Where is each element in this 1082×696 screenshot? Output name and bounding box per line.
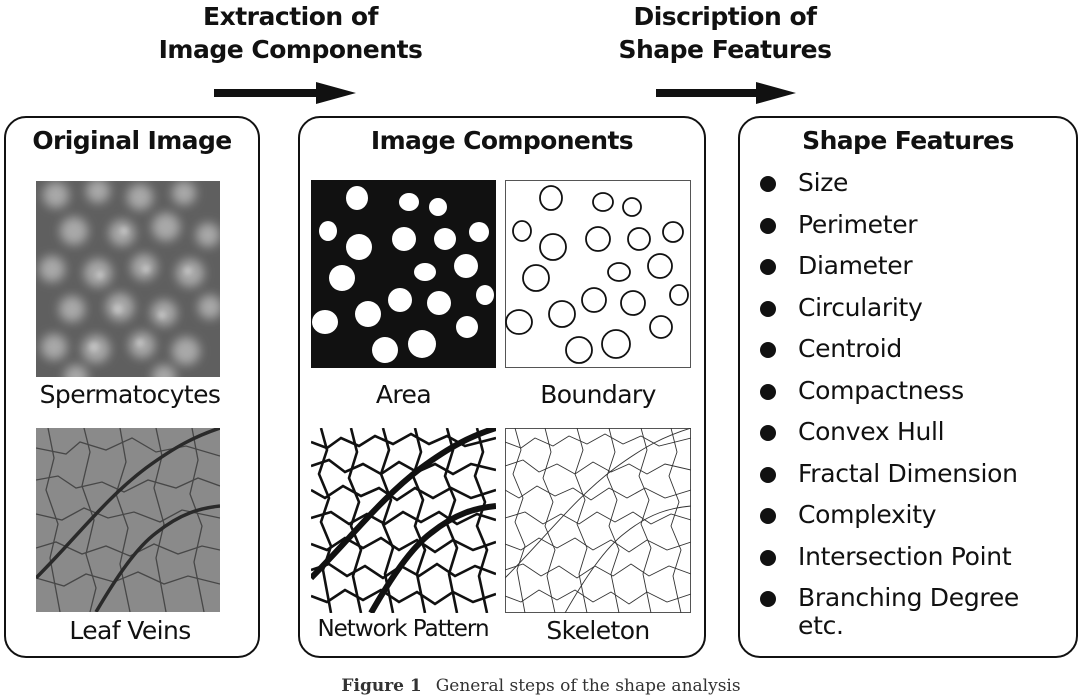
shape-feature-item: Intersection Point xyxy=(760,539,1019,581)
bullet-icon xyxy=(760,217,776,234)
shape-feature-label: Diameter xyxy=(798,251,913,280)
arrow-to-features-icon xyxy=(656,82,796,104)
bullet-icon xyxy=(760,259,776,275)
binary-area-image-icon xyxy=(311,180,496,368)
shape-feature-item: Fractal Dimension xyxy=(760,456,1019,498)
boundary-outline-image-icon xyxy=(505,180,691,368)
bullet-icon xyxy=(760,425,776,441)
bullet-icon xyxy=(760,466,776,483)
shape-feature-label: Convex Hull xyxy=(798,417,945,446)
shape-feature-item: Branching Degree xyxy=(760,580,1019,622)
shape-feature-item: Convex Hull xyxy=(760,414,1019,456)
figure-caption-text: General steps of the shape analysis xyxy=(435,676,741,696)
shape-feature-item: Size xyxy=(760,165,1019,207)
area-caption: Area xyxy=(375,380,432,409)
skeleton-image-icon xyxy=(505,428,691,613)
shape-feature-label: Complexity xyxy=(798,500,937,529)
original-image-title: Original Image xyxy=(32,126,232,155)
shape-feature-label: Centroid xyxy=(798,334,902,363)
step-label-description-line1: Discription of xyxy=(633,2,817,31)
shape-feature-item: Complexity xyxy=(760,497,1019,539)
skeleton-caption: Skeleton xyxy=(546,616,650,645)
shape-feature-item: Centroid xyxy=(760,331,1019,373)
shape-feature-item: Perimeter xyxy=(760,207,1019,249)
bullet-icon xyxy=(760,176,776,192)
image-components-title: Image Components xyxy=(370,126,634,155)
arrow-to-components-icon xyxy=(214,82,356,104)
leaf-veins-photo-icon xyxy=(36,428,220,612)
bullet-icon xyxy=(760,549,776,566)
figure-caption: Figure 1 General steps of the shape analy… xyxy=(0,676,1082,696)
shape-features-panel: Shape Features xyxy=(738,116,1078,658)
network-pattern-image-icon xyxy=(311,428,496,613)
shape-feature-item: Diameter xyxy=(760,248,1019,290)
shape-feature-label: Compactness xyxy=(798,375,964,405)
shape-feature-label: Intersection Point xyxy=(798,541,1012,571)
features-etc-label: etc. xyxy=(798,611,844,640)
network-pattern-caption: Network Pattern xyxy=(317,616,489,642)
spermatocytes-photo-icon xyxy=(36,181,220,377)
shape-feature-label: Size xyxy=(798,168,849,197)
spermatocytes-caption: Spermatocytes xyxy=(39,380,221,409)
bullet-icon xyxy=(760,508,776,524)
step-label-extraction-line1: Extraction of xyxy=(203,2,378,31)
shape-feature-label: Branching Degree xyxy=(798,583,1019,612)
boundary-caption: Boundary xyxy=(540,380,656,409)
shape-feature-item: Compactness xyxy=(760,373,1019,415)
bullet-icon xyxy=(760,591,776,607)
bullet-icon xyxy=(760,300,776,317)
step-label-description-line2: Shape Features xyxy=(618,35,832,64)
step-label-extraction: Extraction of Image Components xyxy=(148,0,433,66)
step-label-description: Discription of Shape Features xyxy=(610,0,840,66)
bullet-icon xyxy=(760,342,776,358)
bullet-icon xyxy=(760,383,776,400)
step-label-extraction-line2: Image Components xyxy=(158,35,423,64)
figure-caption-label: Figure 1 xyxy=(341,676,422,696)
shape-feature-item: Circularity xyxy=(760,290,1019,332)
shape-feature-label: Circularity xyxy=(798,292,923,322)
leaf-veins-caption: Leaf Veins xyxy=(69,616,191,645)
shape-feature-label: Fractal Dimension xyxy=(798,458,1018,488)
shape-features-title: Shape Features xyxy=(802,126,1014,155)
shape-feature-label: Perimeter xyxy=(798,209,918,239)
